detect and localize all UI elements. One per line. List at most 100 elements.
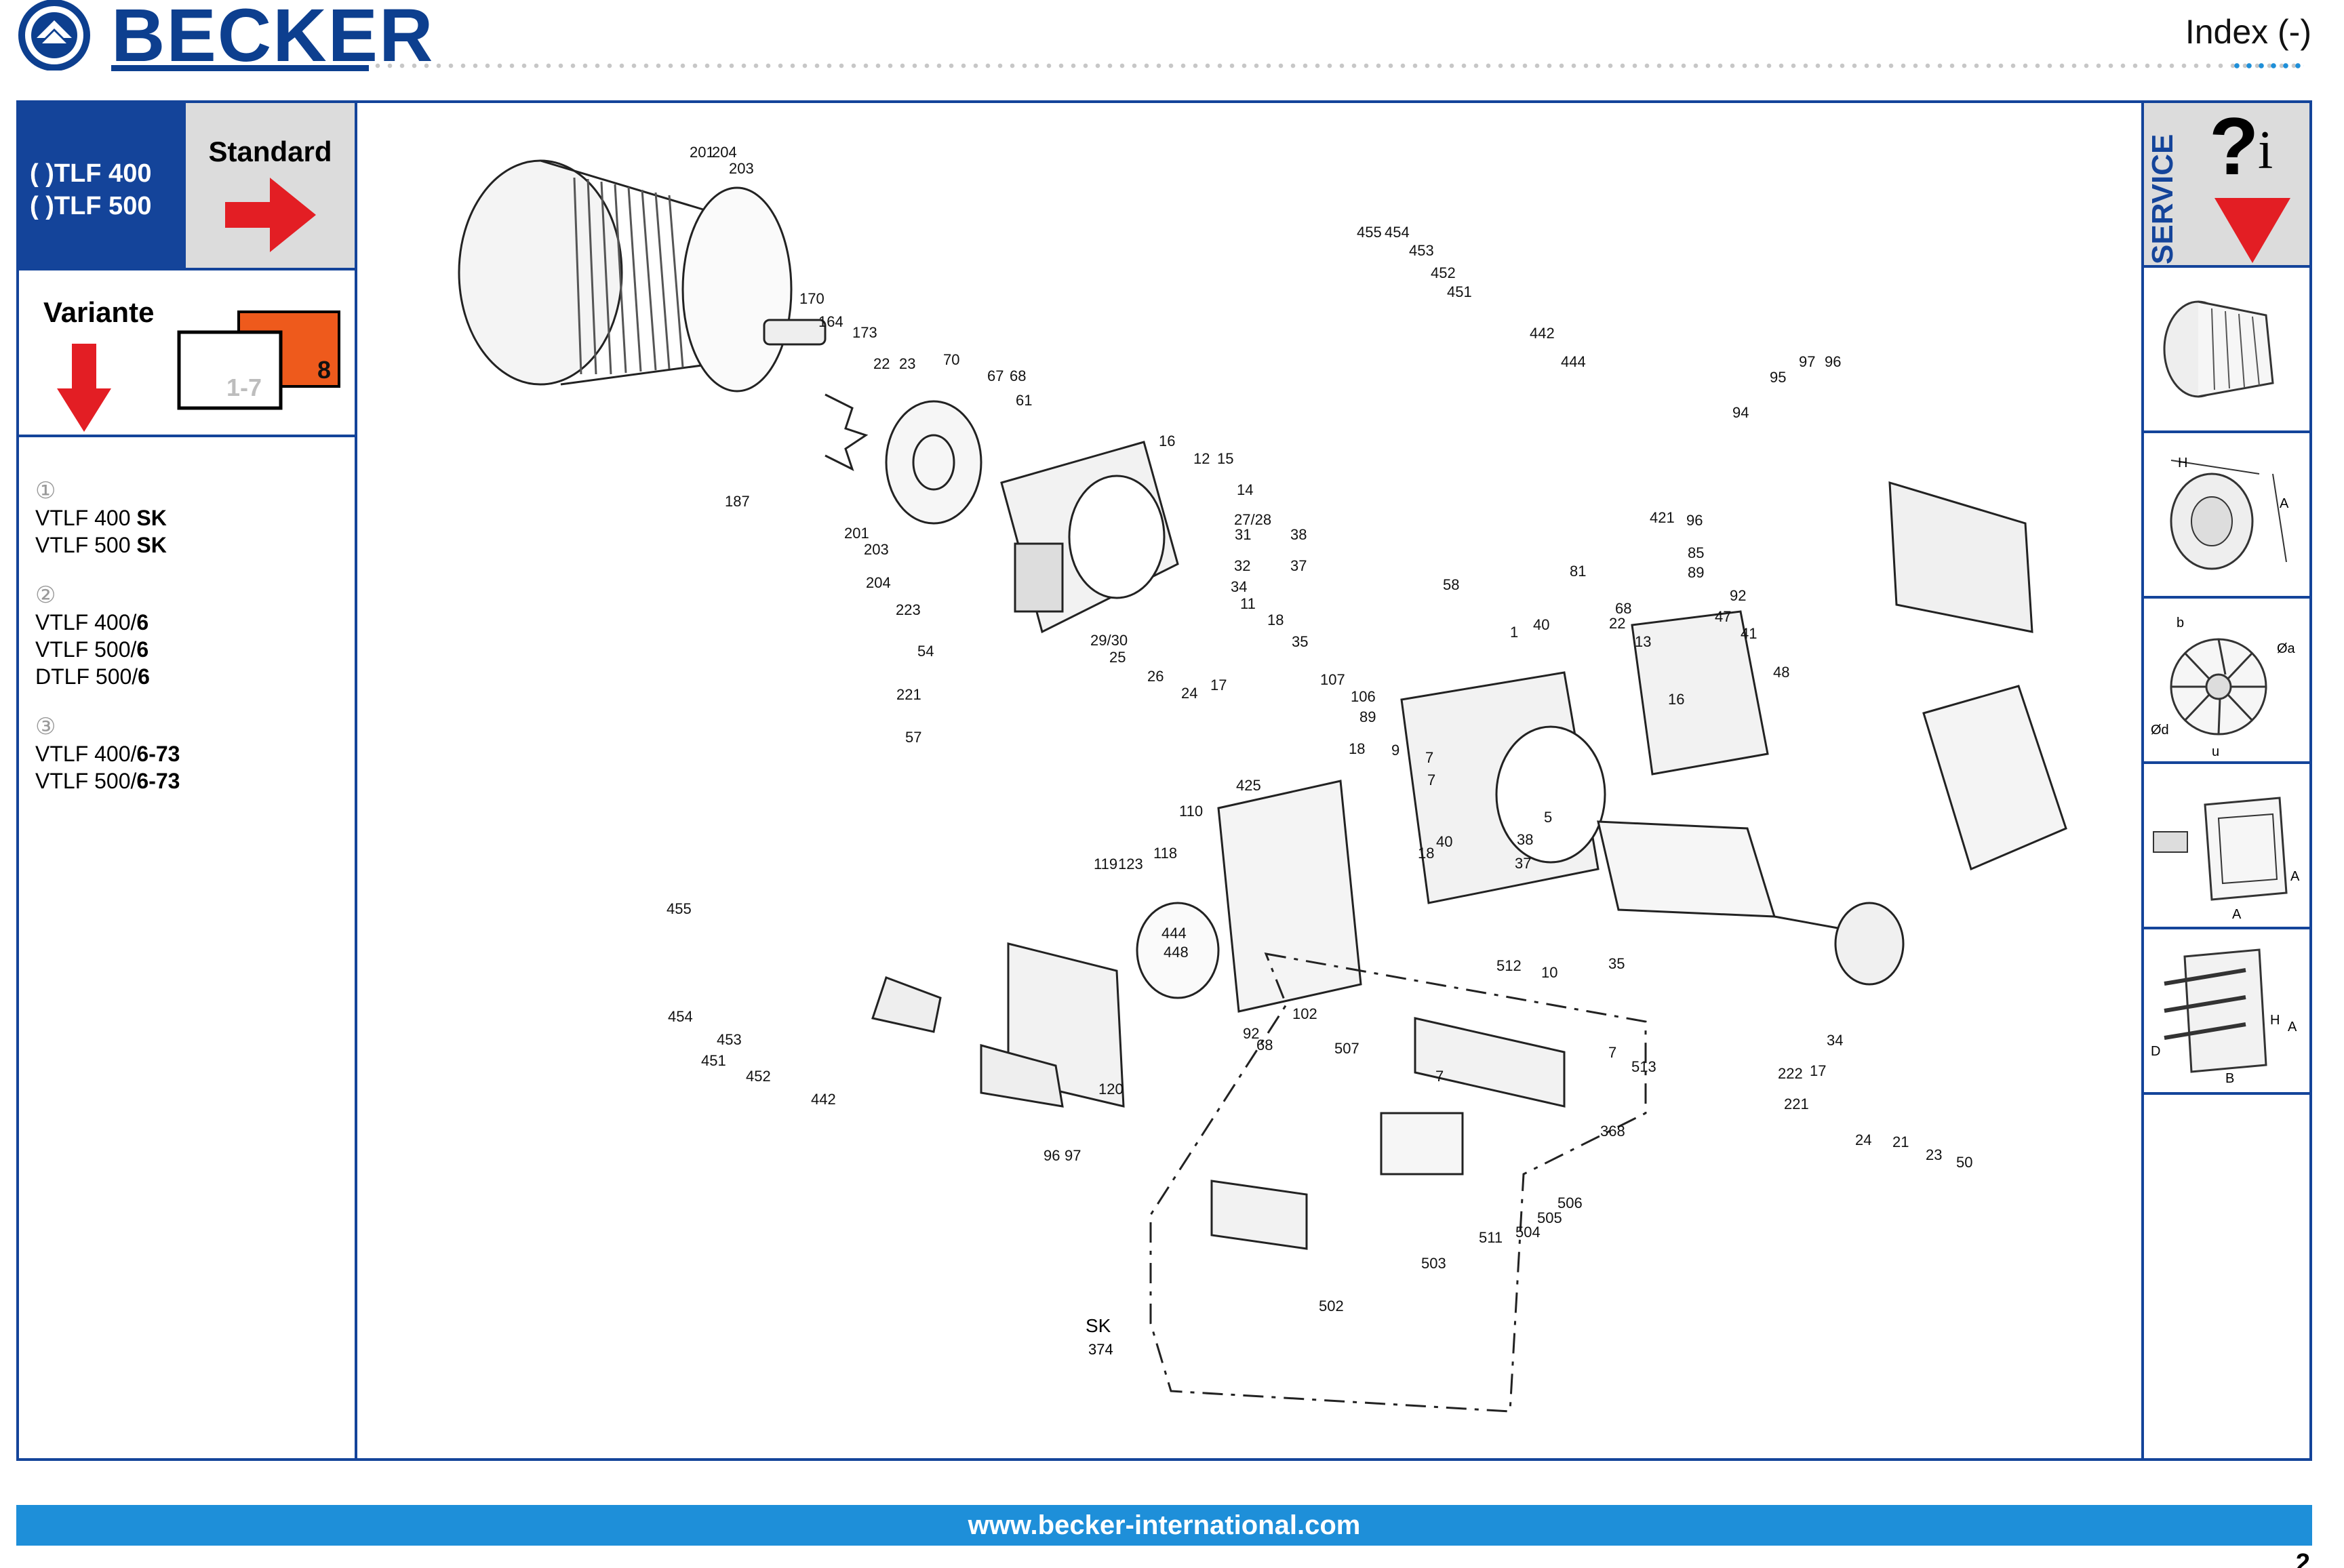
part-number-label: 22 xyxy=(873,355,890,372)
part-number-label: 451 xyxy=(701,1052,726,1069)
variant-item[interactable]: VTLF 500/6 xyxy=(35,637,149,662)
motor-dimensions-thumbnail[interactable]: H A xyxy=(2144,433,2309,599)
variant-item[interactable]: VTLF 500 SK xyxy=(35,533,167,557)
part-number-label: 37 xyxy=(1290,557,1307,574)
variant-item[interactable]: VTLF 400 SK xyxy=(35,506,167,530)
part-number-label: 7 xyxy=(1608,1044,1616,1061)
part-number-label: 26 xyxy=(1147,668,1164,685)
becker-logo: BECKER xyxy=(15,0,433,73)
part-number-label: 454 xyxy=(668,1008,693,1025)
part-number-label: 18 xyxy=(1267,611,1284,628)
svg-text:u: u xyxy=(2212,744,2219,759)
svg-text:SERVICE: SERVICE xyxy=(2146,134,2179,264)
part-number-label: 96 xyxy=(1044,1147,1060,1164)
part-number-label: 17 xyxy=(1210,677,1227,693)
part-number-label: 170 xyxy=(799,290,825,307)
part-number-label: 32 xyxy=(1234,557,1250,574)
part-number-label: 16 xyxy=(1668,691,1684,708)
index-link[interactable]: Index (-) xyxy=(2185,13,2311,51)
variant-pages-range: 1-7 xyxy=(226,374,262,401)
part-number-label: 204 xyxy=(866,574,891,591)
part-number-label: 21 xyxy=(1892,1133,1909,1150)
variante-label: Variante xyxy=(43,296,155,328)
terminal-board-icon: H A B D xyxy=(2151,948,2297,1086)
part-number-label: 506 xyxy=(1557,1194,1583,1211)
variant-item[interactable]: VTLF 400/6 xyxy=(35,610,149,635)
part-number-label: 38 xyxy=(1290,526,1307,543)
part-number-label: 68 xyxy=(1615,600,1631,617)
svg-text:Ød: Ød xyxy=(2151,723,2169,738)
part-number-label: 61 xyxy=(1016,392,1032,409)
variante-button[interactable]: Variante 1-7 8 xyxy=(19,268,355,437)
fan-wheel-icon: b Ød Øa u xyxy=(2151,616,2296,759)
footer-url[interactable]: www.becker-international.com xyxy=(968,1510,1361,1540)
part-number-label: 85 xyxy=(1688,544,1704,561)
terminal-box-thumbnail[interactable]: A A xyxy=(2144,764,2309,929)
left-navigation-panel: ( )TLF 400 ( )TLF 500 Standard Variante … xyxy=(19,103,357,1458)
arrow-right-icon xyxy=(225,178,316,252)
pump-housing-drawing xyxy=(1000,441,2067,904)
part-number-label: 38 xyxy=(1517,831,1533,848)
part-number-label: 454 xyxy=(1385,224,1410,241)
part-number-label: 16 xyxy=(1159,433,1175,449)
standard-label: Standard xyxy=(208,136,332,167)
part-number-label: 11 xyxy=(1240,595,1256,612)
right-service-panel: SERVICE ? i H A xyxy=(2141,103,2309,1458)
sk-number: 374 xyxy=(1088,1341,1113,1358)
standard-button[interactable]: Standard xyxy=(186,103,355,268)
footer-url-bar[interactable]: www.becker-international.com xyxy=(16,1505,2312,1546)
part-number-label: 187 xyxy=(725,493,750,510)
part-number-label: 505 xyxy=(1537,1209,1562,1226)
variant-marker: ② xyxy=(35,582,56,608)
service-button[interactable]: SERVICE ? i xyxy=(2144,103,2309,268)
part-number-label: 368 xyxy=(1600,1123,1625,1140)
sk-label: SK xyxy=(1086,1315,1111,1336)
part-number-label: 504 xyxy=(1515,1224,1541,1241)
variant-item[interactable]: VTLF 500/6-73 xyxy=(35,769,180,793)
model-line-2: ( )TLF 500 xyxy=(30,192,152,220)
part-number-label: 68 xyxy=(1256,1037,1273,1053)
motor-thumbnail[interactable] xyxy=(2144,268,2309,433)
part-number-label: 164 xyxy=(818,313,843,330)
part-number-label: 34 xyxy=(1827,1032,1843,1049)
part-number-label: 41 xyxy=(1741,625,1757,642)
part-number-label: 23 xyxy=(899,355,915,372)
part-number-label: 18 xyxy=(1349,740,1365,757)
part-number-label: 29/30 xyxy=(1090,632,1128,649)
part-number-label: 15 xyxy=(1217,450,1233,467)
variant-item[interactable]: VTLF 400/6-73 xyxy=(35,742,180,766)
part-number-label: 502 xyxy=(1319,1298,1344,1314)
part-number-label: 118 xyxy=(1153,845,1177,862)
part-number-label: 96 xyxy=(1825,353,1841,370)
part-number-label: 7 xyxy=(1427,771,1435,788)
part-number-label: 97 xyxy=(1799,353,1815,370)
part-number-label: 448 xyxy=(1164,944,1189,961)
part-number-label: 14 xyxy=(1237,481,1253,498)
svg-text:A: A xyxy=(2232,907,2242,922)
part-number-label: 17 xyxy=(1810,1062,1826,1079)
part-number-label: 35 xyxy=(1608,955,1625,972)
part-number-label: 18 xyxy=(1418,845,1434,862)
fan-wheel-thumbnail[interactable]: b Ød Øa u xyxy=(2144,599,2309,764)
part-number-label: 7 xyxy=(1425,749,1433,766)
part-number-label: 201 xyxy=(690,144,715,161)
part-number-label: 102 xyxy=(1292,1005,1317,1022)
part-number-label: 81 xyxy=(1570,563,1586,580)
svg-text:Øa: Øa xyxy=(2277,641,2296,656)
arrow-down-icon xyxy=(57,344,111,432)
part-number-label: 10 xyxy=(1541,964,1557,981)
part-number-label: 37 xyxy=(1515,855,1531,872)
part-number-label: 12 xyxy=(1193,450,1210,467)
part-number-label: 97 xyxy=(1065,1147,1081,1164)
main-frame: ( )TLF 400 ( )TLF 500 Standard Variante … xyxy=(16,100,2312,1461)
svg-text:H: H xyxy=(2270,1013,2280,1028)
model-title: ( )TLF 400 ( )TLF 500 xyxy=(19,103,186,268)
variant-item[interactable]: DTLF 500/6 xyxy=(35,664,150,689)
part-number-label: 451 xyxy=(1447,283,1472,300)
part-number-label: 511 xyxy=(1479,1229,1503,1246)
terminal-board-thumbnail[interactable]: H A B D xyxy=(2144,929,2309,1095)
part-number-label: 34 xyxy=(1231,578,1247,595)
part-number-label: 110 xyxy=(1179,803,1203,820)
motor-dimensions-icon: H A xyxy=(2170,456,2289,570)
